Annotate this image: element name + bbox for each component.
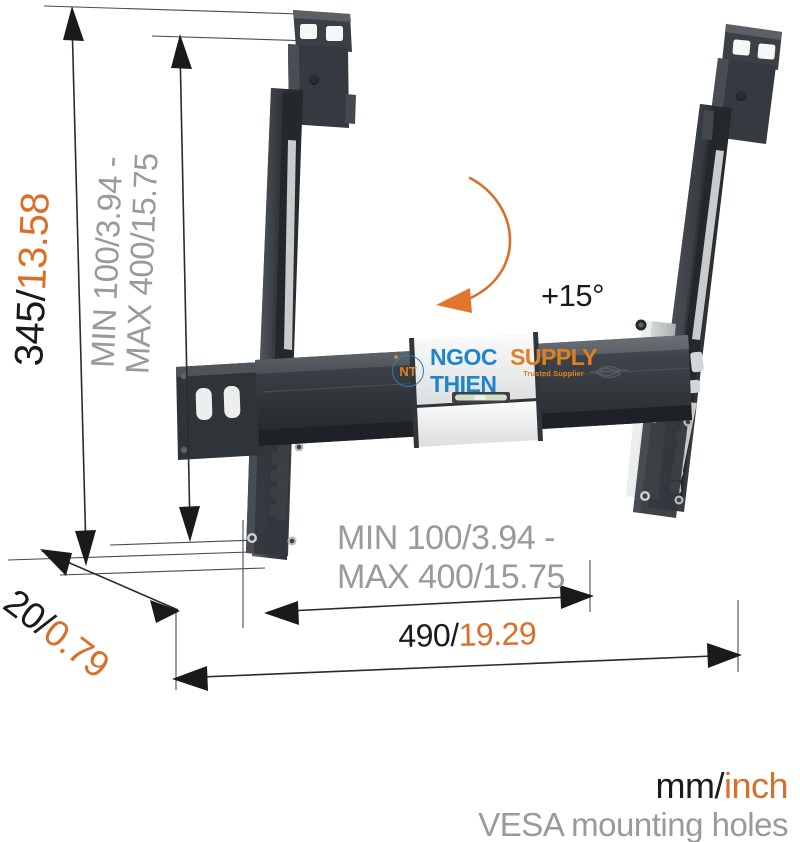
units-mm-label: mm [655, 765, 715, 806]
vesa-horizontal-range-label: MIN 100/3.94 - MAX 400/15.75 [337, 519, 565, 598]
height-inch-value: 13.58 [10, 191, 58, 292]
units-legend: mm/inch [655, 765, 788, 807]
left-tv-bracket-arm [246, 10, 356, 560]
vesa-horizontal-line-1: MIN 100/3.94 - [337, 519, 555, 557]
rail-brand-mark [589, 365, 629, 379]
right-tv-bracket-arm [626, 24, 782, 518]
width-inch-value: 19.29 [458, 615, 537, 653]
vesa-horizontal-line-2: MAX 400/15.75 [337, 558, 565, 597]
width-mm-value: 490 [398, 617, 451, 654]
vesa-legend-note: VESA mounting holes [478, 806, 788, 842]
width-dimension-label: 490/19.29 [398, 615, 537, 655]
horizontal-wall-rail [176, 332, 692, 460]
height-mm-value: 345 [7, 300, 54, 368]
tilt-arc-arrow [436, 176, 512, 313]
units-inch-label: inch [723, 765, 789, 806]
height-separator: / [9, 289, 55, 302]
tilt-angle-label: +15° [541, 278, 604, 313]
units-separator: / [714, 765, 724, 806]
dimension-arrowheads [40, 6, 742, 691]
vesa-vertical-range-label: MIN 100/3.94 - MAX 400/15.75 [83, 97, 167, 430]
